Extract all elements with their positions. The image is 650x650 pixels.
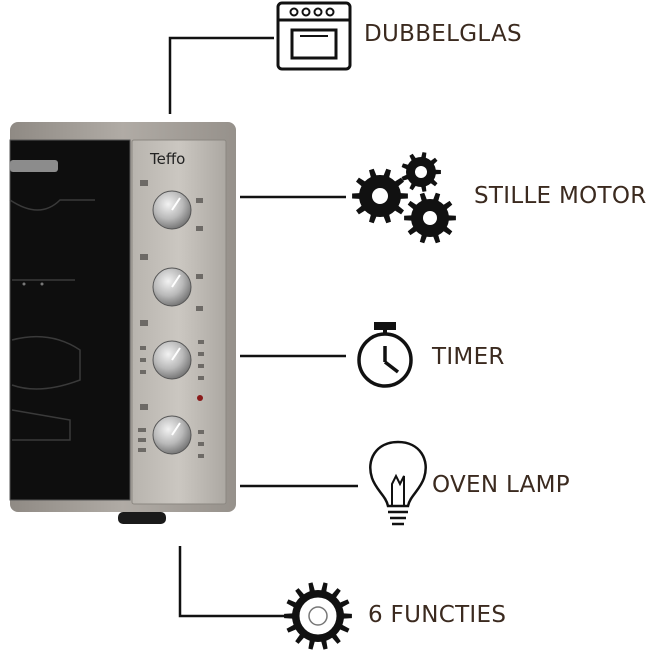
oven-icon xyxy=(276,1,352,71)
feature-label-6-functies: 6 FUNCTIES xyxy=(368,602,507,628)
connector-dubbelglas xyxy=(168,36,274,114)
connector-6-functies xyxy=(178,546,286,618)
brand-logo: Teffo xyxy=(150,150,186,168)
knob-timer xyxy=(152,340,192,380)
feature-label-oven-lamp: OVEN LAMP xyxy=(432,472,570,498)
oven-foot xyxy=(118,512,166,524)
gear-icon xyxy=(284,582,352,650)
stopwatch-icon xyxy=(357,322,413,388)
oven-door-handle xyxy=(10,160,58,172)
knob-temperature xyxy=(152,267,192,307)
connector-lines xyxy=(168,36,358,618)
power-indicator-light xyxy=(197,395,203,401)
feature-label-timer: TIMER xyxy=(432,344,505,370)
feature-label-dubbelglas: DUBBELGLAS xyxy=(364,21,522,47)
gears-icon xyxy=(352,152,456,244)
feature-label-stille-motor: STILLE MOTOR xyxy=(474,183,647,209)
light-bulb-icon xyxy=(369,440,427,526)
oven-knobs xyxy=(138,180,204,458)
knob-rotisserie xyxy=(152,415,192,455)
oven-door-glass xyxy=(10,140,130,500)
oven-interior xyxy=(9,199,95,441)
knob-function xyxy=(152,190,192,230)
oven xyxy=(9,122,236,524)
